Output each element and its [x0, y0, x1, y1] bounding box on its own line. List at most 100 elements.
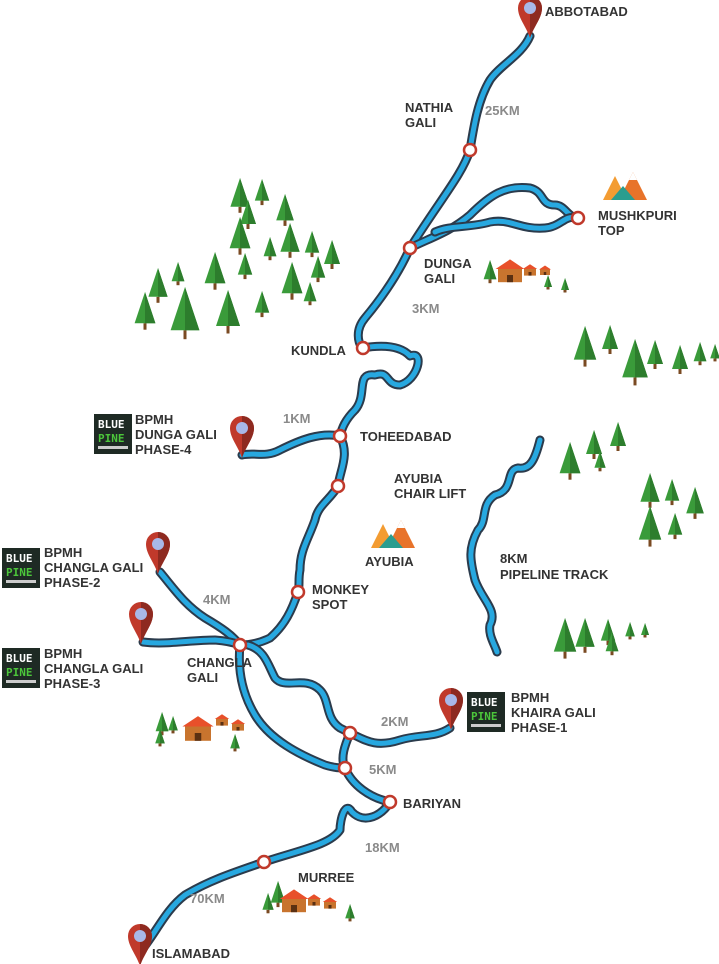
road-abbotabad-changla [235, 31, 535, 650]
tree-icon [170, 287, 200, 340]
distance-bariyan: 5KM [369, 762, 396, 777]
tree-icon [553, 618, 577, 659]
project-khaira-gali-phase-1[interactable]: BPMH KHAIRA GALI PHASE-1 [511, 690, 596, 735]
pin-icon-changla-gali-phase-3[interactable] [129, 602, 153, 644]
tree-icon [230, 178, 250, 213]
tree-icon [561, 278, 569, 293]
tree-icon [544, 275, 552, 290]
svg-text:PINE: PINE [98, 432, 125, 445]
stop-toheedabad[interactable] [332, 428, 348, 444]
hut-icon [539, 265, 551, 275]
tree-icon [262, 893, 274, 914]
project-line: PHASE-3 [44, 676, 100, 691]
label-pipeline-2: PIPELINE TRACK [500, 567, 609, 582]
svg-text:PINE: PINE [6, 666, 33, 679]
tree-icon [625, 622, 635, 640]
road-phase4 [237, 430, 345, 460]
tree-icon [134, 292, 156, 330]
label-changla-gali-1: CHANGLA [187, 655, 253, 670]
svg-text:BLUE: BLUE [98, 418, 125, 431]
hut-icon [322, 897, 338, 909]
mountain-icon [603, 172, 647, 200]
tree-icon [664, 479, 680, 506]
stop-khaira-junction[interactable] [342, 725, 358, 741]
project-changla-gali-phase-3[interactable]: BPMH CHANGLA GALI PHASE-3 [44, 646, 143, 691]
tree-icon [594, 451, 606, 472]
tree-icon [280, 223, 300, 258]
tree-icon [168, 716, 178, 734]
project-dunga-gali-phase-4[interactable]: BPMH DUNGA GALI PHASE-4 [135, 412, 217, 457]
road-phase3 [138, 635, 245, 650]
label-chair-lift-2: CHAIR LIFT [394, 486, 466, 501]
roads [135, 31, 583, 957]
project-line: BPMH [511, 690, 549, 705]
hut-icon [522, 264, 538, 276]
project-line: BPMH [44, 646, 82, 661]
label-mushkpuri-1: MUSHKPURI [598, 208, 677, 223]
stop-stop[interactable] [337, 760, 353, 776]
svg-text:BLUE: BLUE [6, 652, 33, 665]
tree-icon [693, 342, 707, 366]
label-dunga-gali-1: DUNGA [424, 256, 472, 271]
stop-dunga-gali[interactable] [402, 240, 418, 256]
project-line: BPMH [135, 412, 173, 427]
tree-icon [240, 200, 256, 229]
tree-icon [686, 487, 704, 519]
labels: ABBOTABAD NATHIA GALI 25KM MUSHKPURI TOP… [44, 4, 677, 961]
pin-icon-abbotabad[interactable] [518, 0, 542, 38]
pin-icon-dunga-gali-phase-4[interactable] [230, 416, 254, 458]
road-pipeline [466, 435, 545, 657]
stop-monkey-spot[interactable] [290, 584, 306, 600]
tree-icon [304, 231, 320, 258]
stop-mushkpuri[interactable] [570, 210, 586, 226]
pin-icon-changla-gali-phase-2[interactable] [146, 532, 170, 574]
label-kundla: KUNDLA [291, 343, 346, 358]
project-line: DUNGA GALI [135, 427, 217, 442]
tree-icon [647, 340, 663, 369]
distance-phase2: 4KM [203, 592, 230, 607]
label-toheedabad: TOHEEDABAD [360, 429, 452, 444]
tree-icon [303, 282, 317, 306]
stop-nathia-gali[interactable] [462, 142, 478, 158]
hut-icon [214, 714, 230, 726]
project-line: CHANGLA GALI [44, 661, 143, 676]
tree-icon [254, 179, 270, 206]
tree-icon [254, 291, 270, 318]
stop-murree[interactable] [256, 854, 272, 870]
tree-icon [171, 262, 185, 286]
label-murree: MURREE [298, 870, 355, 885]
hut-icon [230, 719, 246, 731]
svg-text:PINE: PINE [6, 566, 33, 579]
stop-changla-gali[interactable] [232, 637, 248, 653]
tree-icon [667, 513, 683, 540]
stop-bariyan[interactable] [382, 794, 398, 810]
label-monkey-spot-1: MONKEY [312, 582, 369, 597]
pin-icon-islamabad[interactable] [128, 924, 152, 964]
tree-icon [155, 729, 165, 747]
tree-icon [640, 473, 660, 508]
label-islamabad: ISLAMABAD [152, 946, 230, 961]
trees [134, 178, 719, 922]
tree-icon [230, 734, 240, 752]
pin-icon-khaira-gali-phase-1[interactable] [439, 688, 463, 730]
distance-islamabad: 70KM [190, 891, 225, 906]
stop-kundla[interactable] [355, 340, 371, 356]
tree-icon [276, 194, 294, 226]
tree-icon [610, 422, 626, 451]
tree-icon [672, 345, 688, 374]
tree-icon [270, 881, 286, 908]
label-abbotabad: ABBOTABAD [545, 4, 628, 19]
label-pipeline-1: 8KM [500, 551, 527, 566]
road-mushkpuri-loop [430, 213, 580, 237]
tree-icon [155, 712, 169, 736]
tree-icon [281, 262, 303, 300]
project-changla-gali-phase-2[interactable]: BPMH CHANGLA GALI PHASE-2 [44, 545, 143, 590]
label-mushkpuri-2: TOP [598, 223, 625, 238]
distance-phase4: 1KM [283, 411, 310, 426]
stop-stop[interactable] [330, 478, 346, 494]
tree-icon [641, 623, 649, 638]
road-south [135, 728, 395, 957]
